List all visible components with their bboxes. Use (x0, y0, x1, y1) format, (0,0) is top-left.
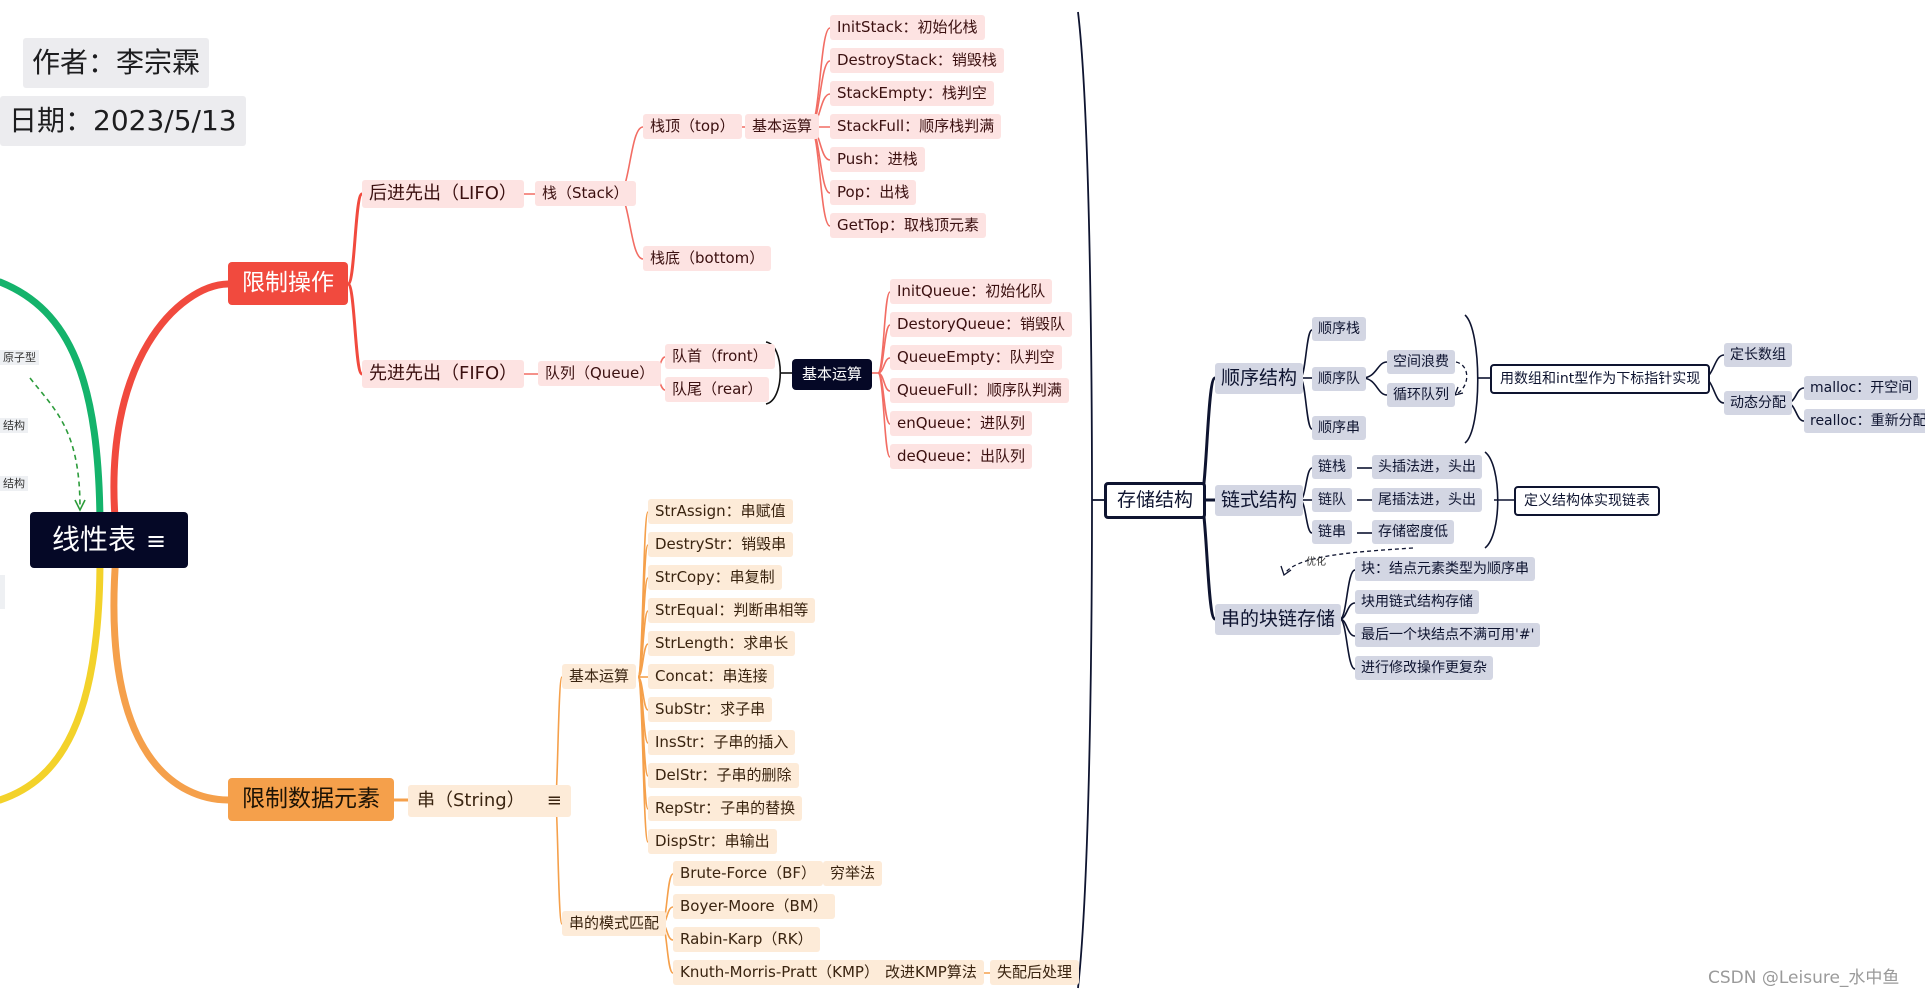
queue-op-4[interactable]: QueueFull：顺序队判满 (890, 378, 1069, 403)
stack-ops-label[interactable]: 基本运算 (745, 114, 820, 139)
queue-front-node[interactable]: 队首（front） (665, 344, 775, 369)
root-label: 线性表 (52, 523, 137, 556)
seq-summary-node[interactable]: 用数组和int型作为下标指针实现 (1490, 364, 1711, 394)
queue-ops-label[interactable]: 基本运算 (792, 359, 873, 390)
stack-op-6[interactable]: Pop：出栈 (830, 180, 917, 205)
stack-op-4[interactable]: StackFull：顺序栈判满 (830, 114, 1002, 139)
string-op-11[interactable]: DispStr：串输出 (648, 829, 777, 854)
block-item-4[interactable]: 进行修改操作更复杂 (1355, 656, 1493, 680)
fixed-array-node[interactable]: 定长数组 (1724, 343, 1792, 367)
match-algo-3[interactable]: Rabin-Karp（RK） (673, 927, 820, 952)
malloc-node[interactable]: malloc：开空间 (1804, 376, 1919, 400)
queue-rear-node[interactable]: 队尾（rear） (665, 377, 770, 402)
string-op-9[interactable]: DelStr：子串的删除 (648, 763, 799, 788)
kmp-note[interactable]: 失配后处理 (990, 960, 1080, 985)
stack-top-node[interactable]: 栈顶（top） (643, 114, 742, 139)
stack-node[interactable]: 栈（Stack） (535, 181, 636, 206)
match-algo-1[interactable]: Brute-Force（BF） (673, 861, 823, 886)
queue-node[interactable]: 队列（Queue） (538, 361, 662, 386)
limit-ops-node[interactable]: 限制操作 (228, 262, 348, 305)
string-op-10[interactable]: RepStr：子串的替换 (648, 796, 803, 821)
string-label: 串（String） (417, 790, 525, 811)
string-basic-ops-label[interactable]: 基本运算 (562, 664, 637, 689)
circular-queue-node[interactable]: 循环队列 (1387, 383, 1455, 407)
left-fragment-b: 结构 (0, 418, 28, 433)
block-storage-node[interactable]: 串的块链存储 (1215, 604, 1342, 635)
left-fragment-d (0, 575, 5, 609)
lifo-node[interactable]: 后进先出（LIFO） (362, 180, 524, 208)
match-algo-4[interactable]: Knuth-Morris-Pratt（KMP） (673, 960, 886, 985)
menu-icon[interactable]: ≡ (146, 527, 167, 555)
date-label: 日期：2023/5/13 (0, 96, 246, 146)
linked-note-1[interactable]: 头插法进，头出 (1372, 455, 1482, 479)
queue-op-2[interactable]: DestoryQueue：销毁队 (890, 312, 1072, 337)
queue-op-6[interactable]: deQueue：出队列 (890, 444, 1033, 469)
queue-op-5[interactable]: enQueue：进队列 (890, 411, 1033, 436)
seq-item-3[interactable]: 顺序串 (1312, 416, 1366, 440)
stack-op-5[interactable]: Push：进栈 (830, 147, 925, 172)
left-fragment-c: 结构 (0, 476, 28, 491)
linked-note-2[interactable]: 尾插法进，头出 (1372, 487, 1482, 512)
string-op-5[interactable]: StrLength：求串长 (648, 631, 796, 656)
fifo-node[interactable]: 先进先出（FIFO） (362, 360, 525, 388)
linked-item-2[interactable]: 链队 (1312, 487, 1352, 512)
seq-item-2[interactable]: 顺序队 (1312, 366, 1366, 391)
linked-summary-node[interactable]: 定义结构体实现链表 (1514, 486, 1660, 516)
optimize-tag: 优化 (1306, 557, 1326, 568)
linked-note-3[interactable]: 存储密度低 (1372, 520, 1454, 544)
string-node[interactable]: 串（String） ≡ (408, 785, 571, 817)
linked-item-3[interactable]: 链串 (1312, 520, 1352, 544)
block-item-3[interactable]: 最后一个块结点不满可用'#' (1355, 623, 1541, 647)
stack-op-7[interactable]: GetTop：取栈顶元素 (830, 213, 987, 238)
realloc-node[interactable]: realloc：重新分配 (1804, 409, 1925, 433)
seq-structure-node[interactable]: 顺序结构 (1215, 363, 1304, 394)
root-node[interactable]: 线性表 ≡ (30, 512, 189, 568)
menu-icon[interactable]: ≡ (546, 790, 562, 811)
block-item-2[interactable]: 块用链式结构存储 (1355, 590, 1479, 614)
queue-op-3[interactable]: QueueEmpty：队判空 (890, 345, 1062, 370)
string-op-4[interactable]: StrEqual：判断串相等 (648, 598, 816, 623)
limit-data-node[interactable]: 限制数据元素 (228, 778, 394, 821)
block-item-1[interactable]: 块：结点元素类型为顺序串 (1355, 557, 1535, 581)
watermark: CSDN @Leisure_水中鱼 (1708, 968, 1900, 988)
stack-op-2[interactable]: DestroyStack：销毁栈 (830, 48, 1004, 73)
string-op-6[interactable]: Concat：串连接 (648, 664, 775, 689)
string-op-2[interactable]: DestryStr：销毁串 (648, 532, 794, 557)
dynamic-alloc-node[interactable]: 动态分配 (1724, 391, 1792, 415)
pattern-match-label[interactable]: 串的模式匹配 (562, 911, 667, 936)
storage-node[interactable]: 存储结构 (1104, 482, 1207, 519)
stack-bottom-node[interactable]: 栈底（bottom） (643, 246, 772, 271)
author-label: 作者：李宗霖 (23, 38, 210, 88)
queue-waste-node[interactable]: 空间浪费 (1387, 350, 1455, 374)
string-op-8[interactable]: InsStr：子串的插入 (648, 730, 796, 755)
bf-note[interactable]: 穷举法 (823, 861, 883, 886)
string-op-3[interactable]: StrCopy：串复制 (648, 565, 782, 590)
string-op-7[interactable]: SubStr：求子串 (648, 697, 773, 722)
stack-op-3[interactable]: StackEmpty：栈判空 (830, 81, 994, 106)
string-op-1[interactable]: StrAssign：串赋值 (648, 499, 793, 524)
linked-item-1[interactable]: 链栈 (1312, 455, 1352, 479)
match-algo-2[interactable]: Boyer-Moore（BM） (673, 894, 835, 919)
seq-item-1[interactable]: 顺序栈 (1312, 317, 1366, 341)
kmp-improve-node[interactable]: 改进KMP算法 (878, 960, 984, 985)
queue-op-1[interactable]: InitQueue：初始化队 (890, 279, 1053, 304)
linked-structure-node[interactable]: 链式结构 (1215, 485, 1304, 516)
left-fragment-a: 原子型 (0, 350, 39, 365)
stack-op-1[interactable]: InitStack：初始化栈 (830, 15, 985, 40)
